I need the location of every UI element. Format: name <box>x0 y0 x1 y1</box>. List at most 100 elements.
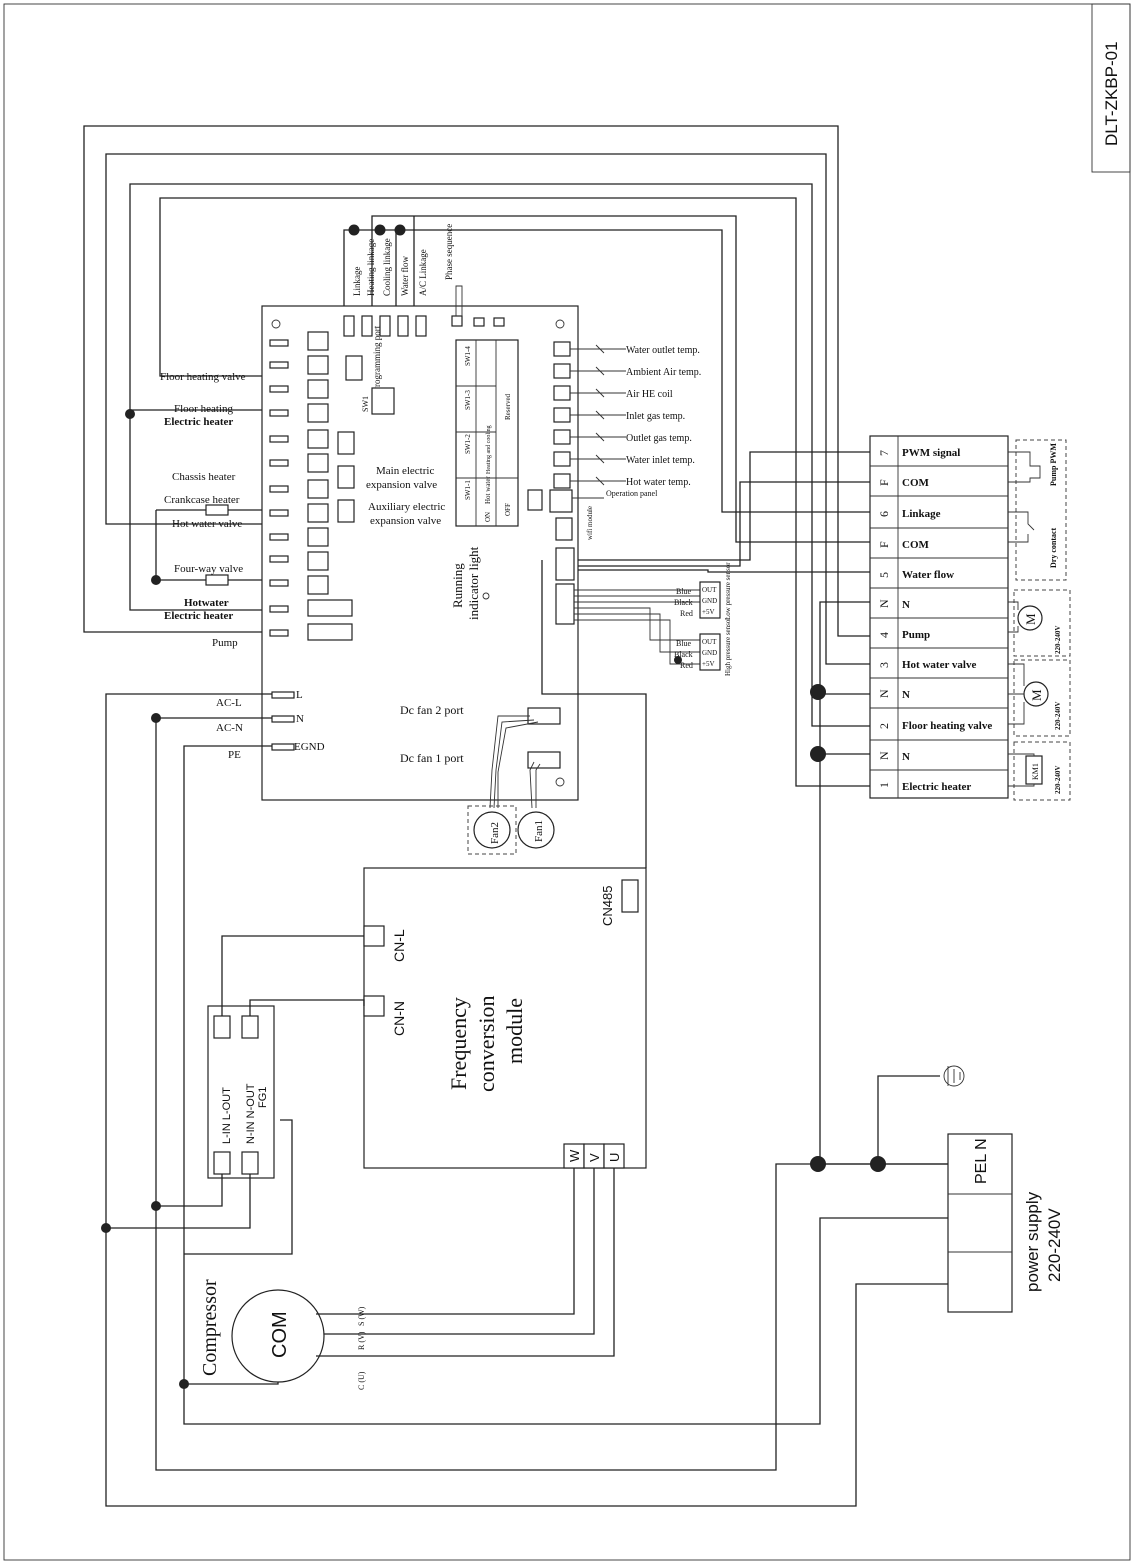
fan1 <box>517 811 555 849</box>
junction-dot <box>374 224 386 236</box>
compressor-phase-u <box>316 1168 615 1357</box>
drawing-id: DLT-ZKBP-01 <box>1102 41 1121 146</box>
pe-label: PE <box>228 749 241 761</box>
km1-voltage: 220-240V <box>1054 766 1062 794</box>
dip-header-2: SW1-2 <box>464 434 472 454</box>
eev-port <box>337 431 355 455</box>
floor-heating-label: Floor heating <box>174 403 233 415</box>
tb-num-10: 2 <box>877 723 891 729</box>
aux-eev-label-1: Auxiliary electric <box>368 501 445 513</box>
frequency-conversion-module <box>363 867 647 1169</box>
ac-n-label: AC-N <box>216 722 243 734</box>
filter-to-cn-l <box>221 935 364 1016</box>
high-pressure-sensor <box>699 633 721 671</box>
drawing-frame <box>3 3 1131 1561</box>
pump-pwm-enclosure <box>1015 439 1067 581</box>
ac-l-wire <box>105 693 948 1507</box>
compressor-term-r: R (V) <box>357 1331 366 1350</box>
top-wire-6 <box>371 215 870 543</box>
km1-enclosure <box>1013 741 1071 801</box>
top-wire-2 <box>105 153 870 665</box>
tb-num-4: F <box>877 541 891 548</box>
top-input-connectors <box>343 315 505 337</box>
sensor-ambient-air: Ambient Air temp. <box>626 367 701 378</box>
km1-wires <box>1008 753 1035 787</box>
floor-heating-electric-label: Electric heater <box>164 416 233 428</box>
terminal-egnd <box>271 743 295 751</box>
tb-num-7: 4 <box>877 632 891 638</box>
filter-ground <box>184 1119 293 1255</box>
filter-line-1: L-IN L-OUT <box>221 1087 233 1144</box>
tb-num-8: 3 <box>877 662 891 668</box>
running-label-1: Running <box>450 563 465 608</box>
phase-v-label: V <box>587 1153 602 1162</box>
sensor-connectors <box>553 341 626 489</box>
sensor-inlet-gas: Inlet gas temp. <box>626 411 685 422</box>
valve-motor-wires <box>1008 663 1025 725</box>
com-wire <box>576 481 870 567</box>
pump-motor-enclosure <box>1013 589 1071 657</box>
module-title-3: module <box>502 998 527 1064</box>
hp-wire-blue: Blue <box>676 639 692 648</box>
dip-header-4: SW1-4 <box>464 346 472 366</box>
tb-num-5: 5 <box>877 572 891 578</box>
dip-heating-cooling: Heating and cooling <box>486 425 492 474</box>
four-way-valve-label: Four-way valve <box>174 563 243 575</box>
power-supply-label-2: 220-240V <box>1045 1208 1064 1282</box>
mount-hole <box>555 319 565 329</box>
tb-label-linkage: Linkage <box>902 508 941 520</box>
power-supply-label-1: power supply <box>1023 1191 1042 1292</box>
phase-w-label: W <box>567 1149 582 1162</box>
sensor-hot-water: Hot water temp. <box>626 477 691 488</box>
floor-heating-valve-label: Floor heating valve <box>160 371 246 383</box>
filter-terminal <box>241 1015 259 1039</box>
crankcase-heater-symbol <box>205 504 229 516</box>
filter-to-cn-n <box>249 999 365 1016</box>
running-label-2: indicator light <box>466 546 481 620</box>
tb-num-9: N <box>877 689 891 698</box>
tb-num-11: N <box>877 751 891 760</box>
compressor-phase-w <box>316 1168 575 1315</box>
crankcase-heater-label: Crankcase heater <box>164 494 240 506</box>
low-pressure-wires <box>574 589 700 603</box>
fan1-label: Fan1 <box>533 820 545 842</box>
hp-pin-gnd: GND <box>702 649 717 657</box>
wifi-module-label: wifi module <box>586 506 594 540</box>
tb-label-n1: N <box>902 599 910 611</box>
cn485-connector <box>621 879 639 913</box>
top-wire-3 <box>129 183 870 727</box>
high-pressure-wires <box>574 607 700 665</box>
tb-num-3: 6 <box>877 511 891 517</box>
linkage-connector <box>555 547 575 581</box>
lp-pin-5v: +5V <box>702 608 715 616</box>
sensor-water-inlet: Water inlet temp. <box>626 455 695 466</box>
junction-dot <box>394 224 406 236</box>
dip-header-1: SW1-1 <box>464 480 472 500</box>
low-pressure-title: Low pressure sensor <box>724 562 732 620</box>
input-cooling-linkage: Cooling linkage <box>382 238 392 296</box>
sw1-label: SW1 <box>361 396 370 412</box>
tb-label-pump: Pump <box>902 629 930 641</box>
relay-outputs <box>269 331 353 641</box>
fan2-harness <box>489 715 539 809</box>
lp-pin-gnd: GND <box>702 597 717 605</box>
lp-wire-black: Black <box>674 598 693 607</box>
pwm-wire <box>576 451 870 561</box>
cn-l-connector <box>363 925 385 947</box>
junction-dot <box>810 746 826 762</box>
phase-u-label: U <box>607 1153 622 1162</box>
pump-motor-wires <box>1008 601 1019 633</box>
cn-l-label: CN-L <box>391 929 407 962</box>
earth-icon <box>943 1065 965 1087</box>
terminal-n-label: N <box>296 713 304 725</box>
top-wire-4 <box>159 197 870 787</box>
aux-eev-port <box>337 499 355 523</box>
tb-label-com1: COM <box>902 477 930 489</box>
km1-label: KM1 <box>1031 763 1040 780</box>
junction-dot <box>151 575 161 585</box>
tb-num-1: 7 <box>877 450 891 456</box>
dip-header-3: SW1-3 <box>464 390 472 410</box>
tb-label-water-flow: Water flow <box>902 569 954 581</box>
compressor-term-s: S (W) <box>357 1306 366 1326</box>
terminal-labels: PWM signal COM Linkage COM Water flow N … <box>902 447 992 793</box>
